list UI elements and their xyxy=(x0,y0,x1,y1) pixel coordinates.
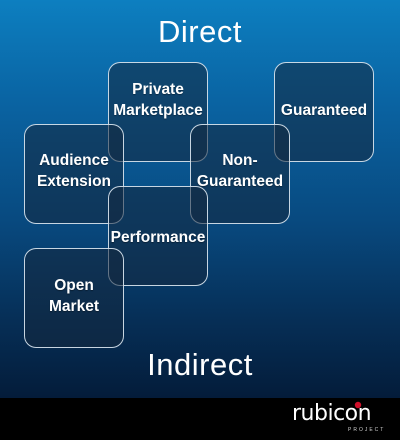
label-line: Performance xyxy=(110,229,206,246)
label-non-guaranteed: Non- Guaranteed xyxy=(190,150,290,192)
footer-bar: rubicon PROJECT xyxy=(0,398,400,440)
axis-label-indirect: Indirect xyxy=(147,347,253,382)
label-guaranteed: Guaranteed xyxy=(274,100,374,121)
box-open-market xyxy=(24,248,124,348)
logo-dot-icon xyxy=(354,401,362,409)
rubicon-logo: rubicon PROJECT xyxy=(292,401,383,437)
box-audience-extension xyxy=(24,124,124,224)
label-line: Marketplace xyxy=(113,102,203,119)
label-line: Audience xyxy=(39,152,109,169)
label-line: Market xyxy=(49,298,99,315)
diagram-canvas: Direct Private Marketplace Guaranteed Au… xyxy=(0,0,400,398)
label-private-marketplace: Private Marketplace xyxy=(108,79,208,121)
label-open-market: Open Market xyxy=(24,275,124,317)
label-line: Open xyxy=(54,277,94,294)
label-line: Extension xyxy=(36,173,112,190)
axis-label-direct: Direct xyxy=(158,14,242,49)
label-line: Guaranteed xyxy=(196,173,284,190)
label-line: Non- xyxy=(222,152,258,169)
box-guaranteed xyxy=(274,62,374,162)
label-performance: Performance xyxy=(104,227,212,248)
label-line: Private xyxy=(132,81,184,98)
box-performance xyxy=(108,186,208,286)
logo-subtext: PROJECT xyxy=(348,427,386,433)
label-audience-extension: Audience Extension xyxy=(24,150,124,192)
label-line: Guaranteed xyxy=(280,102,368,119)
